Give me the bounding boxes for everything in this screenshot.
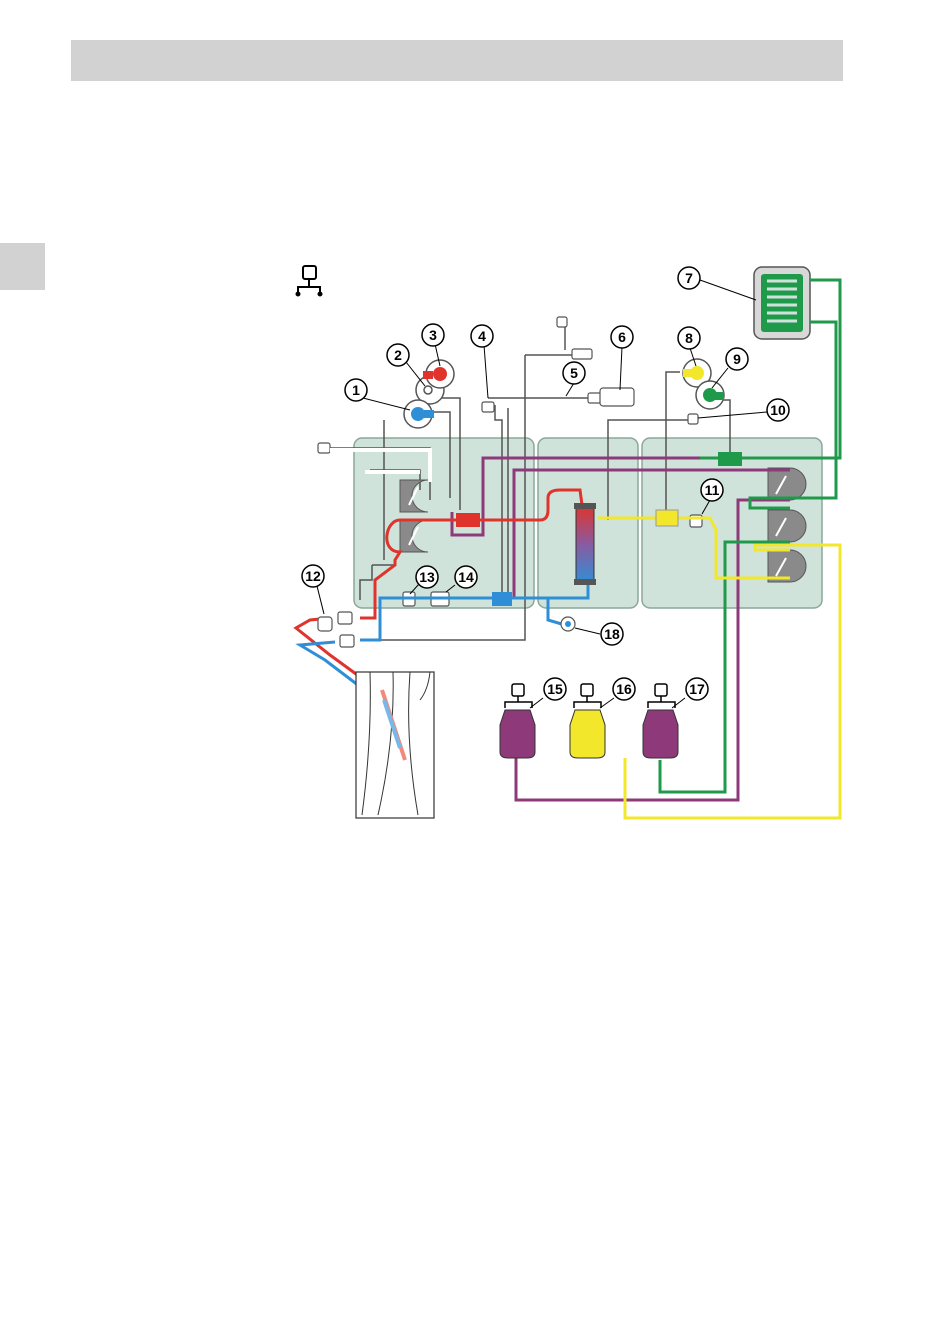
scale-icon: [297, 266, 322, 296]
callout-9: 9: [726, 348, 748, 370]
callout-14: 14: [455, 566, 477, 588]
venous-chamber: [492, 592, 512, 606]
patient-connectors: [318, 612, 575, 647]
heater-icon: [754, 267, 810, 339]
svg-text:13: 13: [419, 569, 435, 585]
svg-text:4: 4: [478, 328, 486, 344]
svg-text:7: 7: [685, 270, 693, 286]
callout-13: 13: [416, 566, 438, 588]
callout-7: 7: [678, 267, 700, 289]
callout-6: 6: [611, 326, 633, 348]
svg-text:12: 12: [305, 568, 321, 584]
substitution-chamber: [718, 452, 742, 466]
svg-text:6: 6: [618, 329, 626, 345]
svg-text:5: 5: [570, 365, 578, 381]
svg-text:3: 3: [429, 327, 437, 343]
filter-icon: [574, 503, 596, 585]
callout-3: 3: [422, 324, 444, 346]
patient-arm-icon: [356, 672, 434, 818]
callout-10: 10: [767, 399, 789, 421]
svg-text:18: 18: [604, 626, 620, 642]
svg-text:1: 1: [352, 382, 360, 398]
callout-4: 4: [471, 325, 493, 347]
svg-text:8: 8: [685, 330, 693, 346]
callout-1: 1: [345, 379, 367, 401]
callout-15: 15: [544, 678, 566, 700]
arterial-chamber: [456, 513, 480, 527]
callout-8: 8: [678, 327, 700, 349]
panel-left: [354, 438, 534, 608]
svg-text:10: 10: [770, 402, 786, 418]
callout-11: 11: [701, 479, 723, 501]
svg-text:2: 2: [394, 347, 402, 363]
dialysate-chamber: [656, 510, 678, 526]
svg-text:15: 15: [547, 681, 563, 697]
svg-text:11: 11: [705, 482, 720, 498]
callout-2: 2: [387, 344, 409, 366]
callout-12: 12: [302, 565, 324, 587]
callout-16: 16: [613, 678, 635, 700]
svg-text:14: 14: [458, 569, 474, 585]
bag-icon: [500, 684, 678, 758]
callout-17: 17: [686, 678, 708, 700]
callout-5: 5: [563, 362, 585, 384]
svg-text:16: 16: [616, 681, 632, 697]
svg-text:17: 17: [689, 681, 705, 697]
callout-18: 18: [601, 623, 623, 645]
svg-text:9: 9: [733, 351, 741, 367]
